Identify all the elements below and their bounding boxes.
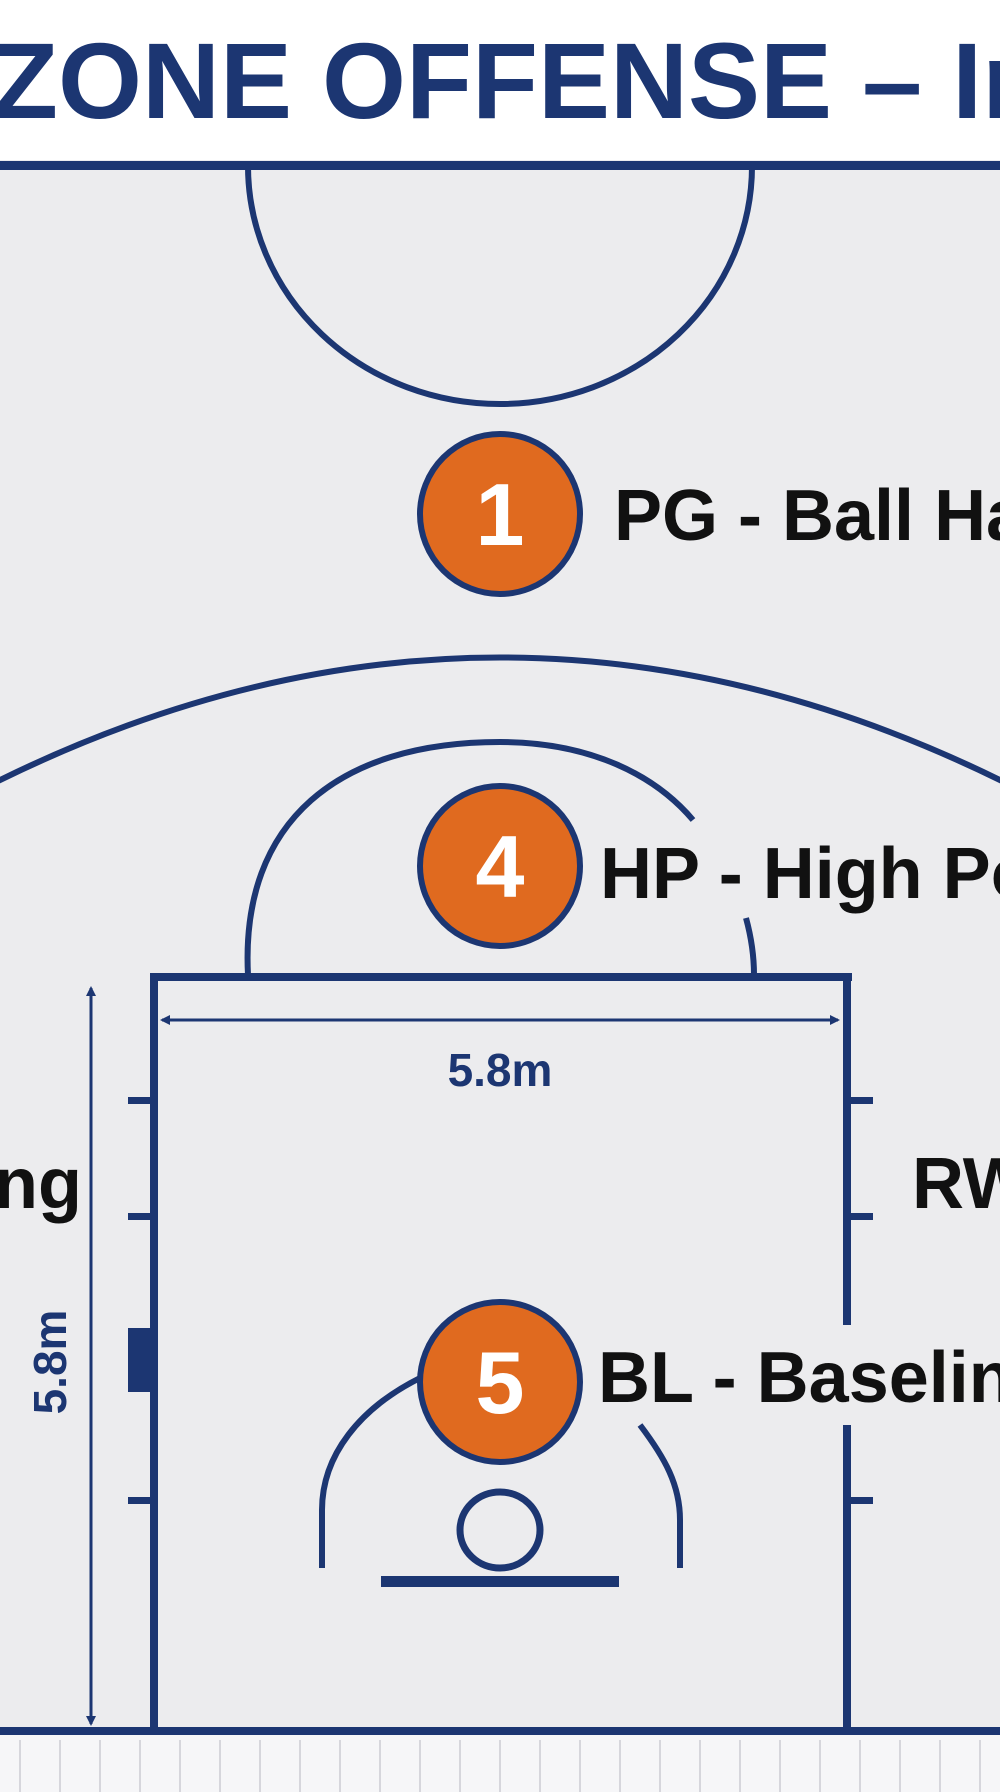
lane-hash-right-1: [849, 1097, 873, 1104]
free-throw-circle-arc-right: [743, 917, 757, 976]
player-1-circle: [417, 431, 583, 597]
free-throw-line: [150, 973, 852, 981]
player-4-label: HP - High Pos: [600, 834, 1000, 914]
player-1-number: 1: [476, 465, 525, 564]
lane-left-line: [150, 973, 158, 1731]
player-4-circle: [417, 783, 583, 949]
lane-hash-left-1: [128, 1097, 152, 1104]
three-point-arc: [0, 654, 1000, 784]
lane-hash-left-2: [128, 1213, 152, 1220]
bottom-strip-ticks: [19, 1740, 981, 1792]
player-5-number: 5: [476, 1333, 525, 1432]
player-1-marker: 1: [417, 431, 583, 597]
lane-hash-right-2: [849, 1213, 873, 1220]
free-throw-circle-arc: [244, 738, 696, 976]
lane-block-left: [128, 1328, 152, 1392]
side-label-left: ng: [0, 1144, 82, 1224]
lane-right-line-upper: [843, 973, 851, 1325]
baseline: [0, 1727, 1000, 1735]
lane-length-label: 5.8m: [24, 1310, 76, 1415]
player-4-marker: 4: [417, 783, 583, 949]
restricted-area-arc-right: [637, 1423, 683, 1568]
player-5-circle: [417, 1299, 583, 1465]
player-1-label: PG - Ball Han: [614, 476, 1000, 556]
side-label-right: RW: [912, 1144, 1000, 1224]
center-circle-arc: [245, 165, 755, 407]
backboard: [381, 1576, 619, 1587]
title-band: [0, 0, 1000, 160]
page-title: ZONE OFFENSE – Initial: [0, 20, 1000, 141]
lane-hash-right-3: [849, 1497, 873, 1504]
player-4-number: 4: [476, 817, 525, 916]
lane-hash-left-3: [128, 1497, 152, 1504]
player-5-label: BL - Baseline: [598, 1338, 1000, 1418]
player-5-marker: 5: [417, 1299, 583, 1465]
restricted-area-arc-left: [319, 1375, 422, 1568]
lane-width-label: 5.8m: [448, 1044, 553, 1096]
basket-rim: [456, 1488, 544, 1572]
lane-right-line-lower: [843, 1425, 851, 1731]
court-top-line: [0, 161, 1000, 170]
